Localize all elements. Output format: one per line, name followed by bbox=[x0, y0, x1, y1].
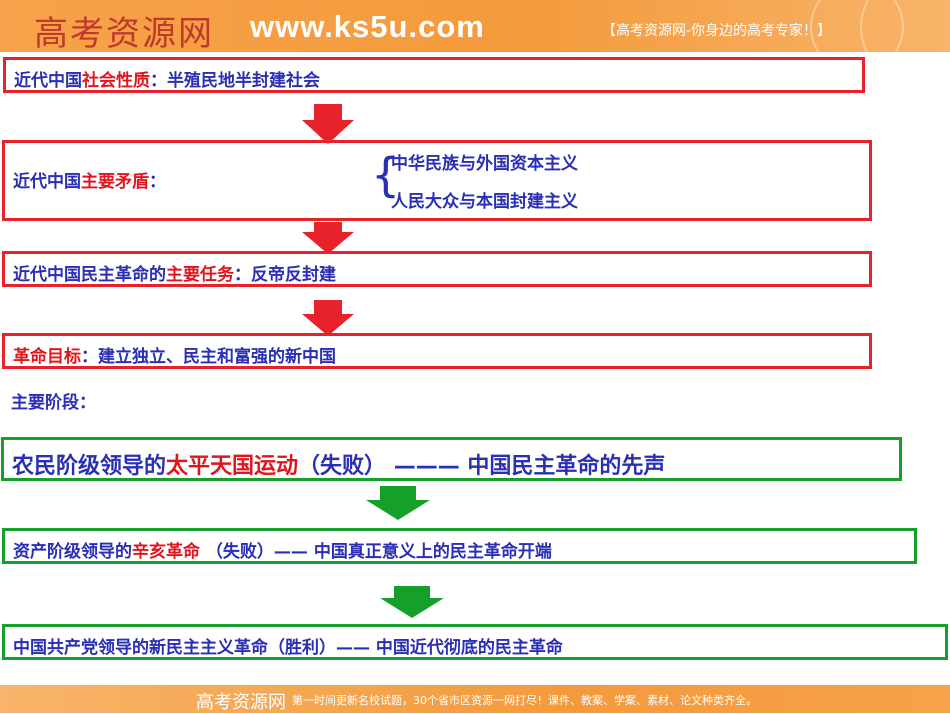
down-arrow-icon bbox=[380, 586, 444, 618]
down-arrow-icon bbox=[302, 222, 354, 254]
down-arrow-icon bbox=[302, 104, 354, 144]
site-url[interactable]: www.ks5u.com bbox=[250, 9, 485, 44]
stage-1-keyword: 太平天国运动 bbox=[166, 454, 299, 479]
footer-logo: 高考资源网 bbox=[196, 692, 286, 713]
stage-3-box: 中国共产党领导的新民主主义革命（胜利）—— 中国近代彻底的民主革命 bbox=[2, 624, 948, 660]
decorative-swirl bbox=[860, 0, 950, 84]
task-text: 近代中国民主革命的主要任务：反帝反封建 bbox=[13, 260, 336, 285]
nature-keyword: 社会性质 bbox=[82, 71, 150, 91]
goal-content: ：建立独立、民主和富强的新中国 bbox=[81, 347, 336, 367]
contradiction-box: 近代中国主要矛盾： { 中华民族与外国资本主义 人民大众与本国封建主义 bbox=[2, 140, 872, 221]
goal-box: 革命目标：建立独立、民主和富强的新中国 bbox=[2, 333, 872, 369]
stage-1-box: 农民阶级领导的太平天国运动（失败） ——— 中国民主革命的先声 bbox=[1, 437, 902, 481]
down-arrow-icon bbox=[302, 300, 354, 336]
stage-1-content: （失败） ——— 中国民主革命的先声 bbox=[298, 454, 666, 479]
contradiction-keyword: 主要矛盾 bbox=[81, 172, 149, 192]
footer-banner: 高考资源网 第一时间更新名校试题，30个省市区资源一网打尽！课件、教案、学案、素… bbox=[0, 685, 950, 713]
stage-2-text: 资产阶级领导的辛亥革命 （失败）—— 中国真正意义上的民主革命开端 bbox=[13, 537, 552, 562]
contradiction-text: 近代中国主要矛盾： bbox=[13, 167, 166, 192]
stage-2-box: 资产阶级领导的辛亥革命 （失败）—— 中国真正意义上的民主革命开端 bbox=[2, 528, 917, 564]
stage-2-content: （失败）—— 中国真正意义上的民主革命开端 bbox=[200, 542, 552, 562]
goal-keyword: 革命目标 bbox=[13, 347, 81, 367]
stage-2-keyword: 辛亥革命 bbox=[132, 542, 200, 562]
task-prefix: 近代中国民主革命的 bbox=[13, 265, 166, 285]
task-keyword: 主要任务 bbox=[166, 265, 234, 285]
nature-text: 近代中国社会性质：半殖民地半封建社会 bbox=[14, 66, 320, 91]
goal-text: 革命目标：建立独立、民主和富强的新中国 bbox=[13, 342, 336, 367]
nature-box: 近代中国社会性质：半殖民地半封建社会 bbox=[3, 57, 865, 93]
stage-1-text: 农民阶级领导的太平天国运动（失败） ——— 中国民主革命的先声 bbox=[12, 448, 665, 480]
task-box: 近代中国民主革命的主要任务：反帝反封建 bbox=[2, 251, 872, 287]
nature-content: ：半殖民地半封建社会 bbox=[150, 71, 320, 91]
stage-3-text: 中国共产党领导的新民主主义革命（胜利）—— 中国近代彻底的民主革命 bbox=[13, 638, 563, 658]
header-banner: 高考资源网 www.ks5u.com 【高考资源网-你身边的高考专家！】 bbox=[0, 0, 950, 84]
footer-text: 第一时间更新名校试题，30个省市区资源一网打尽！课件、教案、学案、素材、论文种类… bbox=[292, 694, 757, 707]
down-arrow-icon bbox=[366, 486, 430, 520]
stages-title: 主要阶段： bbox=[11, 393, 96, 413]
nature-prefix: 近代中国 bbox=[14, 71, 82, 91]
site-slogan: 【高考资源网-你身边的高考专家！】 bbox=[602, 23, 832, 39]
contradiction-colon: ： bbox=[149, 172, 166, 192]
brace-icon: { bbox=[371, 148, 401, 202]
task-content: ：反帝反封建 bbox=[234, 265, 336, 285]
site-logo: 高考资源网 bbox=[34, 14, 214, 54]
contradiction-item-1: 中华民族与外国资本主义 bbox=[391, 154, 578, 174]
stage-2-prefix: 资产阶级领导的 bbox=[13, 542, 132, 562]
contradiction-prefix: 近代中国 bbox=[13, 172, 81, 192]
contradiction-item-2: 人民大众与本国封建主义 bbox=[391, 192, 578, 212]
stage-1-prefix: 农民阶级领导的 bbox=[12, 454, 167, 479]
